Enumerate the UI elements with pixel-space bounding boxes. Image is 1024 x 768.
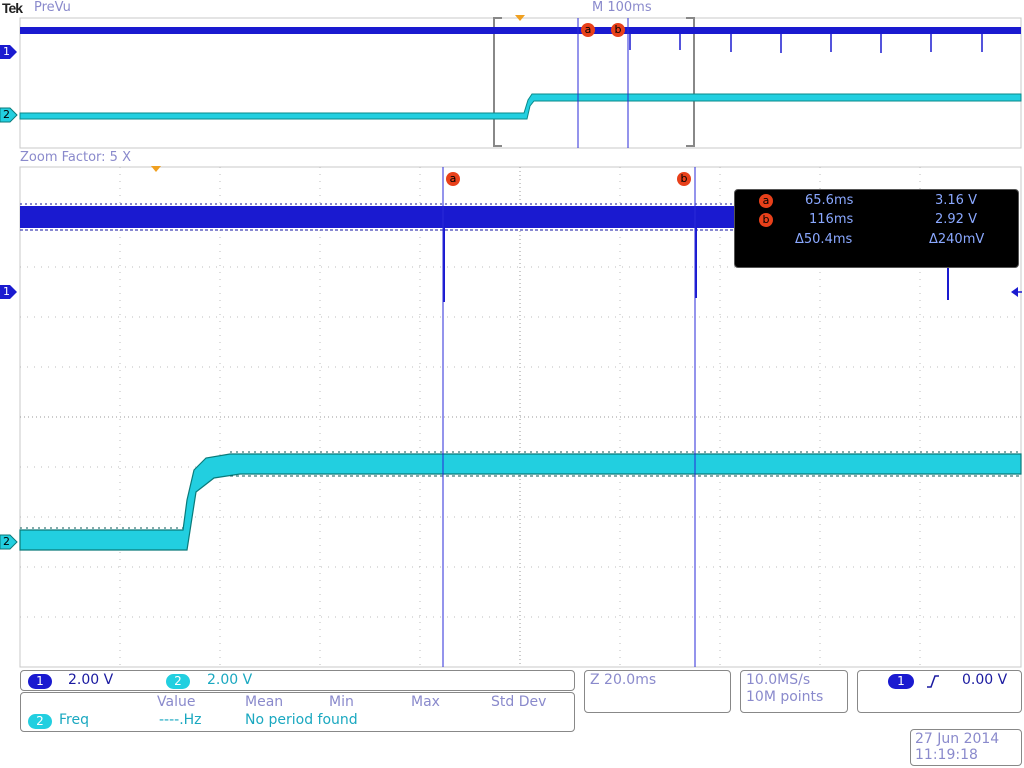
zoom-ch1-trace [20,206,734,228]
ch1-marker-label-zoom: 1 [3,285,10,298]
zoom-cursor-b-badge[interactable]: b [677,172,691,186]
overview-ch1-trace [20,27,1021,34]
zoom-ch2-trace [19,453,1022,551]
ch2-scale[interactable]: 2.00 V [207,672,253,688]
zoom-ch1-pulses [443,228,949,302]
meas-header-stddev: Std Dev [491,694,547,710]
readout-b-badge: b [759,213,773,227]
meas-header-max: Max [411,694,440,710]
record-length[interactable]: 10M points [746,689,824,705]
ch1-marker-zoom [0,285,17,299]
overview-ch1-pulses [629,34,983,53]
ch2-marker-overview [0,107,18,123]
overview-ch2-trace [19,93,1022,120]
ch1-marker-label-overview: 1 [3,45,10,58]
acquisition-box[interactable]: 10.0MS/s 10M points [740,670,848,713]
ch2-badge[interactable]: 2 [166,674,190,689]
sample-rate[interactable]: 10.0MS/s [746,672,811,688]
zoom-bracket-left [493,17,502,147]
overview-trigger-marker [515,15,525,21]
zoom-time[interactable]: Z 20.0ms [590,672,657,688]
rising-edge-icon [927,675,939,688]
meas-value: ----.Hz [159,712,202,728]
date-label: 27 Jun 2014 [915,731,1000,747]
zoom-center-axes [20,167,1021,667]
zoom-factor-label: Zoom Factor: 5 X [20,150,131,165]
zoom-ch1-noise [20,203,734,231]
meas-status: No period found [245,712,358,728]
time-label: 11:19:18 [915,747,978,763]
zoom-cursor-a-badge[interactable]: a [446,172,460,186]
main-timebase: M 100ms [592,0,652,15]
ch1-scale[interactable]: 2.00 V [68,672,114,688]
cursor-readout: a b 65.6ms 3.16 V 116ms 2.92 V Δ50.4ms Δ… [734,189,1019,268]
overview-frame [19,17,1022,149]
meas-header-value: Value [157,694,196,710]
zoom-trigger-marker [151,166,161,172]
cursor-a-time: 65.6ms [805,193,854,208]
prevu-label: PreVu [34,0,71,15]
overview-cursor-b-badge[interactable]: b [611,23,625,37]
cursor-b-volt: 2.92 V [935,212,977,227]
zoom-time-box[interactable]: Z 20.0ms [584,670,731,713]
meas-header-min: Min [329,694,354,710]
tek-logo: Tek [2,0,23,16]
measurement-panel[interactable]: Value Mean Min Max Std Dev 2 Freq ----.H… [20,692,575,732]
ch2-marker-label-zoom: 2 [3,535,10,548]
meas-header-mean: Mean [245,694,284,710]
trigger-box[interactable]: 1 0.00 V [857,670,1022,713]
cursor-delta-volt: Δ240mV [929,232,985,247]
trigger-level[interactable]: 0.00 V [962,672,1008,688]
ch1-badge[interactable]: 1 [28,674,52,689]
readout-a-badge: a [759,194,773,208]
cursor-delta-time: Δ50.4ms [795,232,853,247]
channel-scale-bar[interactable]: 1 2.00 V 2 2.00 V [20,670,575,691]
meas-channel-badge: 2 [28,714,52,729]
datetime-box: 27 Jun 2014 11:19:18 [910,729,1022,766]
trigger-source-badge[interactable]: 1 [888,674,914,689]
cursor-b-time: 116ms [809,212,854,227]
ch2-marker-zoom [0,534,18,550]
overview-cursor-a-badge[interactable]: a [581,23,595,37]
cursor-a-volt: 3.16 V [935,193,977,208]
meas-name: Freq [59,712,89,728]
ch2-marker-label-overview: 2 [3,108,10,121]
ch1-marker-overview [0,45,17,59]
zoom-bracket-right [686,17,695,147]
trigger-level-arrow [1011,287,1018,297]
